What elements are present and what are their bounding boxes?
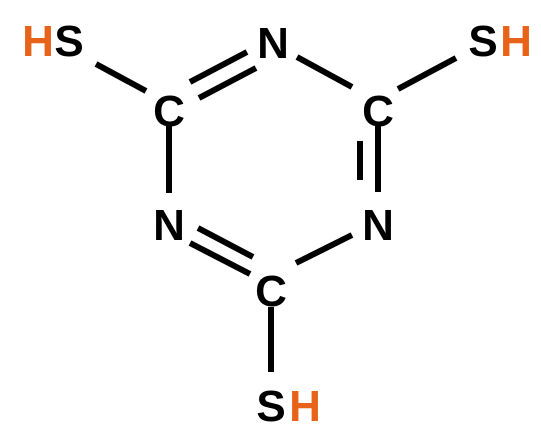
atom-h-top-left: H [22, 17, 54, 66]
bond-c-bottom-n-right [294, 232, 354, 266]
atoms: C C C N N N H S S H S H [22, 17, 532, 429]
atom-h-bottom: H [289, 382, 321, 429]
atom-s-bottom: S [256, 382, 285, 429]
atom-s-top-left: S [54, 17, 83, 66]
atom-c-left: C [153, 87, 185, 136]
atom-n-right: N [362, 201, 394, 250]
atom-c-right: C [362, 87, 394, 136]
atom-h-top-right: H [500, 17, 532, 66]
bond-c-left-n-top-second [197, 65, 258, 101]
atom-n-left: N [153, 201, 185, 250]
atom-n-top: N [257, 19, 289, 68]
bonds [94, 49, 458, 372]
atom-s-top-right: S [468, 17, 497, 66]
bond-c-right-s [396, 55, 458, 92]
atom-c-bottom: C [255, 267, 287, 316]
bond-s-c-left [94, 61, 148, 94]
bond-n-left-c-bottom [188, 240, 252, 277]
bond-c-left-n-top [188, 49, 249, 85]
bond-n-left-c-bottom-second [196, 225, 255, 260]
bond-n-top-c-right [295, 54, 354, 90]
